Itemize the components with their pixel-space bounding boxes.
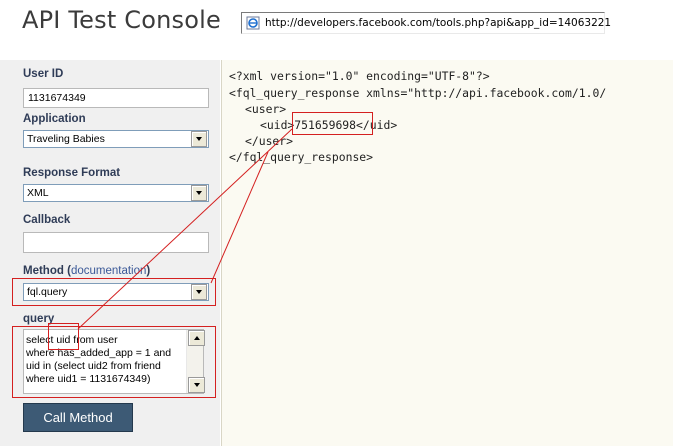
application-select[interactable]: Traveling Babies	[23, 130, 209, 148]
callback-input[interactable]	[23, 232, 209, 253]
uid-highlight-box	[48, 323, 79, 350]
xml-uid-close: </uid>	[356, 118, 398, 132]
chevron-down-icon[interactable]	[191, 185, 207, 201]
response-format-value: XML	[27, 187, 49, 199]
page-title: API Test Console	[22, 6, 221, 34]
xml-root-close: </fql_query_response>	[229, 150, 374, 164]
xml-root-open: <fql_query_response xmlns="http://api.fa…	[229, 86, 607, 100]
user-id-label: User ID	[23, 68, 64, 80]
xml-uid-open: <uid>	[260, 118, 295, 132]
documentation-link[interactable]: documentation	[70, 265, 147, 277]
query-highlight-box	[12, 326, 216, 398]
method-highlight-box	[12, 278, 216, 306]
user-id-input[interactable]: 1131674349	[23, 88, 209, 108]
query-line: uid in (select uid2 from friend	[26, 360, 161, 372]
query-scrollbar[interactable]	[186, 330, 205, 393]
xml-uid-line: <uid>751659698</uid>	[260, 117, 397, 134]
application-label: Application	[23, 113, 86, 125]
method-label: Method (documentation)	[23, 265, 150, 277]
uid-value-highlight-box	[292, 112, 373, 135]
xml-declaration: <?xml version="1.0" encoding="UTF-8"?>	[229, 69, 490, 83]
callback-label: Callback	[23, 214, 71, 226]
method-value: fql.query	[27, 286, 68, 298]
response-format-label: Response Format	[23, 167, 121, 179]
method-open-paren: (	[67, 265, 71, 277]
method-close-paren: )	[146, 265, 151, 277]
query-label: query	[23, 313, 55, 325]
xml-user-open: <user>	[245, 102, 287, 116]
application-value: Traveling Babies	[27, 133, 105, 145]
address-bar[interactable]: http://developers.facebook.com/tools.php…	[241, 12, 611, 34]
chevron-down-icon[interactable]	[191, 131, 207, 147]
call-method-button[interactable]: Call Method	[23, 403, 133, 432]
address-url: http://developers.facebook.com/tools.php…	[265, 17, 612, 29]
query-line: where has_added_app = 1 and	[26, 347, 172, 359]
response-format-select[interactable]: XML	[23, 184, 209, 202]
xml-user-close: </user>	[245, 134, 294, 148]
method-label-text: Method	[23, 265, 64, 277]
ie-page-icon	[246, 16, 260, 30]
user-id-value: 1131674349	[28, 92, 86, 104]
xml-response-panel: <?xml version="1.0" encoding="UTF-8"?> <…	[221, 60, 673, 446]
xml-uid-value: 751659698	[294, 118, 357, 132]
scroll-up-icon[interactable]	[188, 330, 205, 346]
query-line: where uid1 = 1131674349)	[26, 373, 151, 385]
scroll-down-icon[interactable]	[188, 377, 205, 393]
